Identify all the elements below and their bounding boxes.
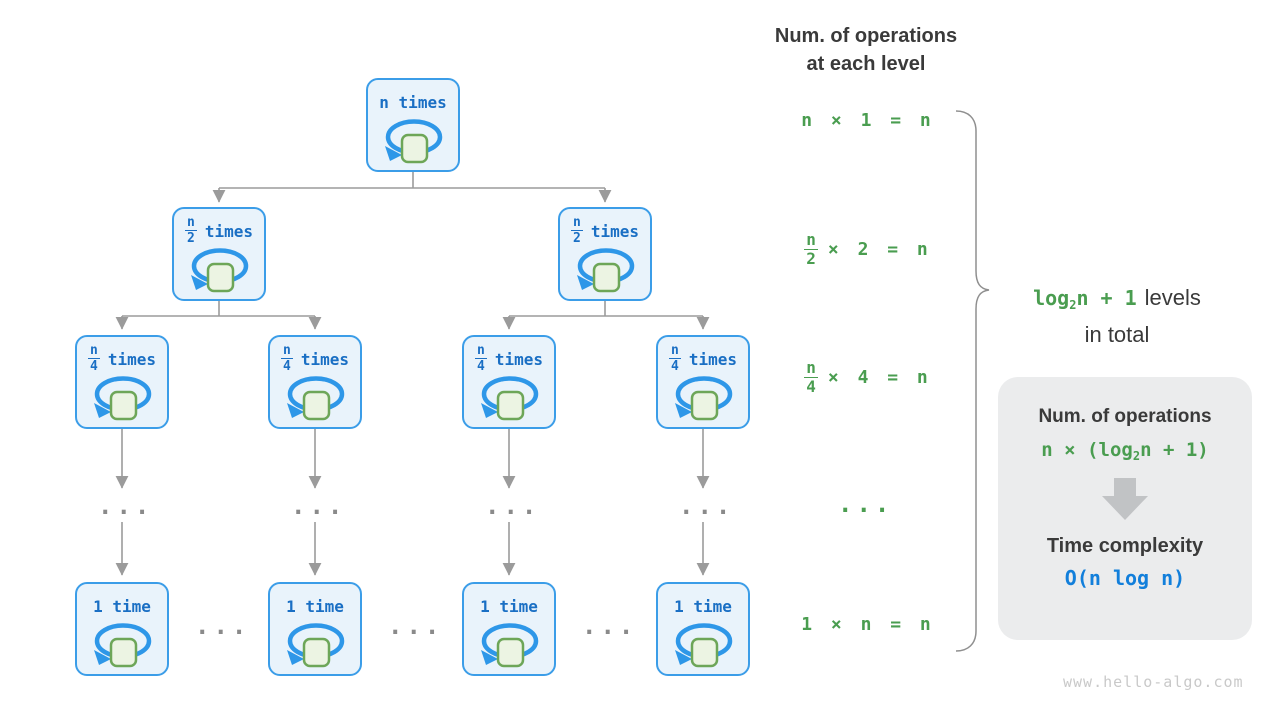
ops-formula-bottom: 1 × n = n	[746, 614, 986, 635]
loop-icon	[477, 375, 541, 423]
fraction-denominator: 4	[475, 358, 487, 374]
fraction-numerator: n	[187, 215, 195, 231]
tree-node-leaf-1: 1 time	[268, 582, 362, 676]
node-label: 1 time	[674, 589, 732, 623]
fraction-numerator: n	[806, 230, 816, 249]
node-label-text: 1 time	[286, 596, 344, 616]
ellipsis: ...	[98, 492, 154, 520]
formula-text: × 2 = n	[827, 239, 928, 261]
levels-note-line2: in total	[1084, 322, 1150, 347]
node-label-text: times	[204, 221, 253, 241]
ellipsis: ...	[195, 612, 251, 640]
summary-subtitle: Time complexity	[1046, 535, 1204, 557]
fraction-denominator: 2	[571, 230, 583, 246]
node-label-text: 1 time	[674, 596, 732, 616]
down-arrow-icon	[998, 478, 1252, 520]
column-header-line2: at each level	[806, 53, 926, 75]
node-label-text: times	[688, 349, 737, 369]
loop-icon	[671, 622, 735, 670]
loop-icon	[671, 375, 735, 423]
levels-note-text: levels	[1144, 285, 1201, 310]
ops-formula-level1: n × 1 = n	[746, 110, 986, 131]
node-label: n times	[379, 85, 446, 119]
ellipsis: ...	[291, 492, 347, 520]
fraction-denominator: 4	[804, 376, 818, 396]
node-label-text: times	[590, 221, 639, 241]
levels-total-note: log2n + 1 levels in total	[987, 283, 1247, 349]
fraction-numerator: n	[671, 343, 679, 359]
node-label: 1 time	[480, 589, 538, 623]
tree-node-leaf-2: 1 time	[462, 582, 556, 676]
node-label-text: n times	[379, 92, 447, 112]
fraction-numerator: n	[806, 358, 816, 377]
fraction-numerator: n	[90, 343, 98, 359]
levels-formula: log2n + 1	[1033, 286, 1137, 312]
tree-node-leaf-0: 1 time	[75, 582, 169, 676]
watermark: www.hello-algo.com	[1063, 673, 1244, 691]
column-header: Num. of operations at each level	[716, 22, 1016, 78]
levels-note-line1: log2n + 1 levels	[987, 283, 1247, 320]
fraction-denominator: 4	[88, 358, 100, 374]
formula-text: n × 1 = n	[801, 110, 931, 131]
tree-node-leaf-3: 1 time	[656, 582, 750, 676]
fraction-numerator: n	[477, 343, 485, 359]
tree-node-root: n times	[366, 78, 460, 172]
node-label-text: times	[300, 349, 349, 369]
loop-icon	[573, 247, 637, 295]
node-label: 1 time	[93, 589, 151, 623]
fraction-numerator: n	[573, 215, 581, 231]
ellipsis: ...	[679, 492, 735, 520]
ellipsis: ...	[838, 490, 894, 518]
formula-text: × 4 = n	[827, 367, 928, 389]
ellipsis: ...	[485, 492, 541, 520]
node-label-text: times	[107, 349, 156, 369]
fraction-denominator: 4	[281, 358, 293, 374]
loop-icon	[90, 622, 154, 670]
loop-icon	[283, 375, 347, 423]
summary-formula: n × (log2n + 1)	[1041, 439, 1209, 463]
summary-title: Num. of operations	[1038, 406, 1212, 427]
ellipsis: ...	[582, 612, 638, 640]
node-label-text: 1 time	[480, 596, 538, 616]
node-label: 1 time	[286, 589, 344, 623]
formula-text: 1 × n = n	[801, 614, 931, 635]
fraction-denominator: 2	[185, 230, 197, 246]
node-label-text: times	[494, 349, 543, 369]
loop-icon	[477, 622, 541, 670]
column-header-line1: Num. of operations	[774, 25, 958, 47]
summary-box: Num. of operations n × (log2n + 1) Time …	[998, 377, 1252, 640]
fraction-denominator: 4	[669, 358, 681, 374]
loop-icon	[187, 247, 251, 295]
loop-icon	[381, 118, 445, 166]
node-label-text: 1 time	[93, 596, 151, 616]
loop-icon	[90, 375, 154, 423]
fraction-denominator: 2	[804, 248, 818, 268]
fraction-numerator: n	[283, 343, 291, 359]
complexity-value: O(n log n)	[1064, 566, 1186, 590]
ellipsis: ...	[388, 612, 444, 640]
loop-icon	[283, 622, 347, 670]
